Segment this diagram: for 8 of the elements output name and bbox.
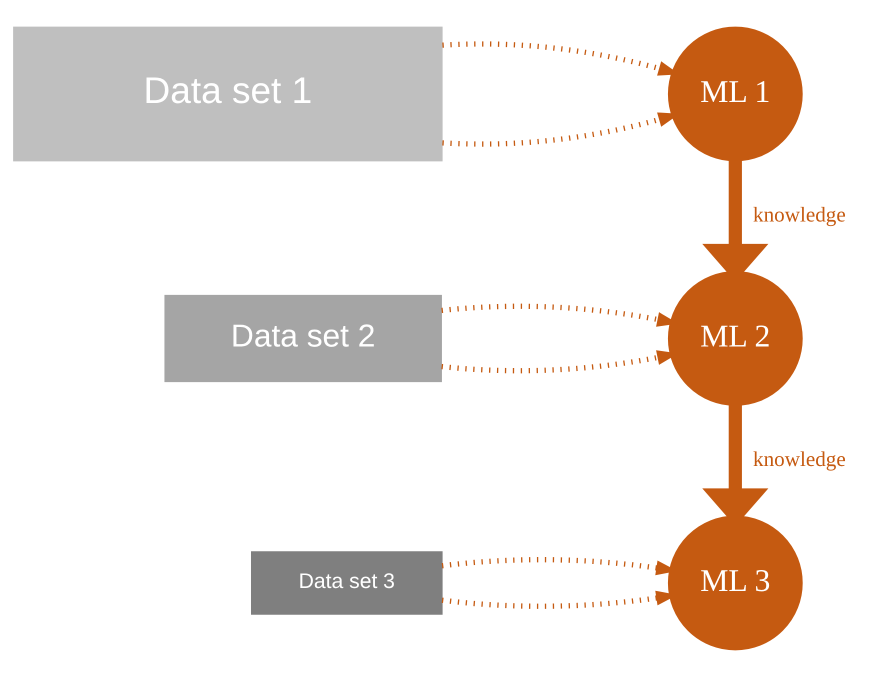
edge-label: knowledge — [753, 446, 846, 470]
node-box: Data set 3 — [251, 550, 443, 614]
edge-label: knowledge — [753, 202, 846, 226]
node-box: Data set 2 — [164, 294, 442, 382]
node-circle: ML 1 — [668, 26, 803, 161]
node-box: Data set 1 — [13, 26, 443, 161]
node-circle: ML 3 — [668, 515, 803, 650]
node-circle: ML 2 — [668, 270, 803, 406]
